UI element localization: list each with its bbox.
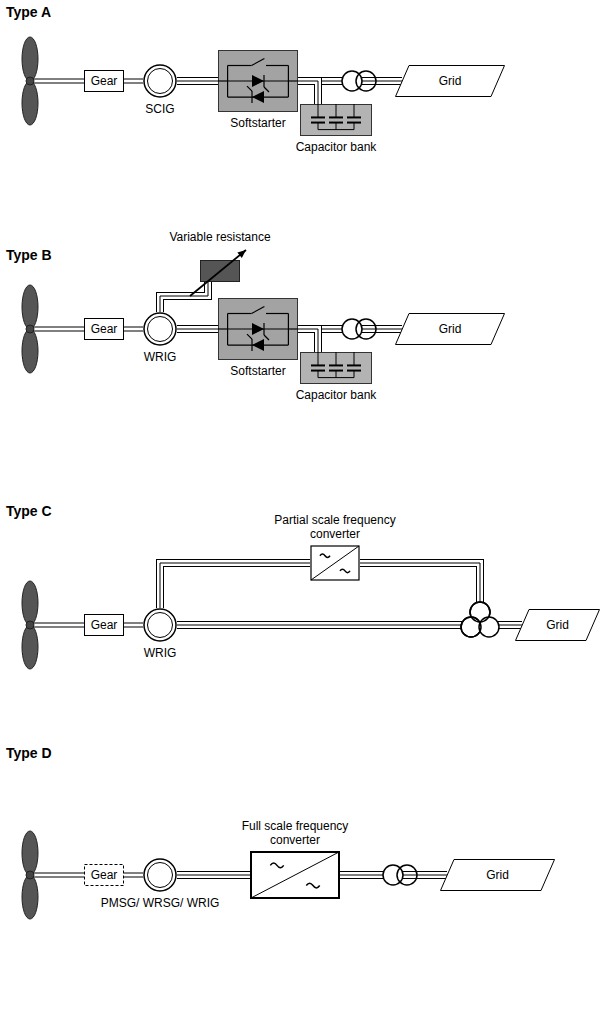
box-label: Gear bbox=[91, 868, 118, 882]
generator-circle: WRIG bbox=[143, 312, 177, 346]
part-label: Full scale frequency converter bbox=[235, 819, 355, 847]
grid-parallelogram-symbol bbox=[396, 314, 505, 345]
turbine-rotor bbox=[22, 831, 84, 919]
power-line bbox=[177, 81, 218, 82]
generator-circle-outline bbox=[143, 858, 177, 892]
part-label: Capacitor bank bbox=[296, 388, 377, 402]
box-label: Grid bbox=[439, 74, 462, 88]
part-label: Capacitor bank bbox=[296, 140, 377, 154]
softstarter-box: Softstarter bbox=[218, 298, 298, 360]
part-label: Variable resistance bbox=[169, 230, 270, 244]
generator-circle-symbol bbox=[144, 313, 176, 345]
power-line bbox=[177, 329, 218, 330]
capacitor-bank-outline bbox=[300, 352, 372, 384]
drive-shaft bbox=[124, 81, 143, 82]
gear-box: Gear bbox=[84, 614, 124, 636]
grid-parallelogram-symbol bbox=[396, 66, 505, 97]
drive-shaft bbox=[124, 329, 143, 330]
generator-circle-symbol bbox=[144, 609, 176, 641]
type-heading: Type B bbox=[6, 247, 52, 263]
grid-parallelogram: Grid bbox=[395, 65, 505, 97]
grid-parallelogram: Grid bbox=[515, 609, 600, 641]
softstarter-box-symbol bbox=[218, 51, 298, 112]
box-label: Gear bbox=[91, 74, 118, 88]
generator-circle: WRIG bbox=[143, 608, 177, 642]
box-label: Grid bbox=[546, 618, 569, 632]
frequency-converter: Partial scale frequency converter bbox=[310, 545, 360, 581]
power-line bbox=[160, 563, 310, 608]
capacitor-bank-symbol bbox=[301, 352, 372, 384]
turbine-rotor bbox=[22, 37, 84, 125]
turbine-rotor bbox=[22, 581, 84, 669]
softstarter-box-symbol bbox=[218, 299, 298, 360]
box-label: Grid bbox=[439, 322, 462, 336]
generator-circle-outline bbox=[143, 312, 177, 346]
drive-shaft bbox=[124, 625, 143, 626]
generator-circle-symbol bbox=[144, 65, 176, 97]
power-line bbox=[177, 875, 250, 876]
generator-circle-symbol bbox=[144, 859, 176, 891]
box-label: Grid bbox=[486, 868, 509, 882]
three-winding-transformer bbox=[461, 602, 499, 637]
variable-resistor-symbol bbox=[190, 250, 246, 296]
generator-circle-outline bbox=[143, 608, 177, 642]
part-label: PMSG/ WRSG/ WRIG bbox=[101, 896, 220, 910]
capacitor-bank: Capacitor bank bbox=[300, 352, 372, 384]
transformer-symbol bbox=[342, 71, 376, 91]
part-label: WRIG bbox=[144, 350, 177, 364]
softstarter-box: Softstarter bbox=[218, 50, 298, 112]
part-label: WRIG bbox=[144, 646, 177, 660]
part-label: Softstarter bbox=[230, 116, 285, 130]
gear-box-symbol bbox=[85, 71, 124, 92]
generator-circle-outline bbox=[143, 64, 177, 98]
generator-circle: PMSG/ WRSG/ WRIG bbox=[143, 858, 177, 892]
power-line bbox=[360, 563, 522, 625]
grid-parallelogram-symbol bbox=[441, 860, 555, 891]
gear-box: Gear bbox=[84, 864, 124, 886]
drive-shaft bbox=[124, 875, 143, 876]
grid-parallelogram: Grid bbox=[395, 313, 505, 345]
frequency-converter-outline bbox=[310, 545, 360, 581]
generator-circle: SCIG bbox=[143, 64, 177, 98]
power-line bbox=[298, 329, 318, 352]
variable-resistor: Variable resistance bbox=[200, 260, 240, 282]
gear-box: Gear bbox=[84, 318, 124, 340]
variable-resistor-outline bbox=[200, 260, 240, 282]
transformer-symbol bbox=[342, 319, 376, 339]
box-label: Gear bbox=[91, 322, 118, 336]
capacitor-bank: Capacitor bank bbox=[300, 104, 372, 136]
softstarter-box-outline bbox=[218, 50, 298, 112]
turbine-rotor bbox=[22, 285, 84, 373]
frequency-converter: Full scale frequency converter bbox=[250, 851, 340, 899]
grid-parallelogram-symbol bbox=[516, 610, 600, 641]
type-heading: Type A bbox=[6, 4, 51, 20]
type-heading: Type C bbox=[6, 503, 52, 519]
frequency-converter-symbol bbox=[311, 546, 359, 580]
frequency-converter-outline bbox=[250, 851, 340, 899]
capacitor-bank-symbol bbox=[301, 104, 372, 136]
part-label: Partial scale frequency converter bbox=[270, 513, 400, 541]
box-label: Gear bbox=[91, 618, 118, 632]
part-label: SCIG bbox=[145, 102, 174, 116]
grid-parallelogram: Grid bbox=[440, 859, 555, 891]
type-heading: Type D bbox=[6, 745, 52, 761]
gear-box-symbol bbox=[85, 319, 124, 340]
capacitor-bank-outline bbox=[300, 104, 372, 136]
softstarter-box-outline bbox=[218, 298, 298, 360]
part-label: Softstarter bbox=[230, 364, 285, 378]
gear-box-symbol bbox=[85, 615, 124, 636]
frequency-converter-symbol bbox=[251, 852, 339, 898]
gear-box: Gear bbox=[84, 70, 124, 92]
transformer-symbol bbox=[383, 865, 417, 885]
gear-box-symbol bbox=[85, 865, 124, 886]
power-line bbox=[298, 81, 318, 104]
